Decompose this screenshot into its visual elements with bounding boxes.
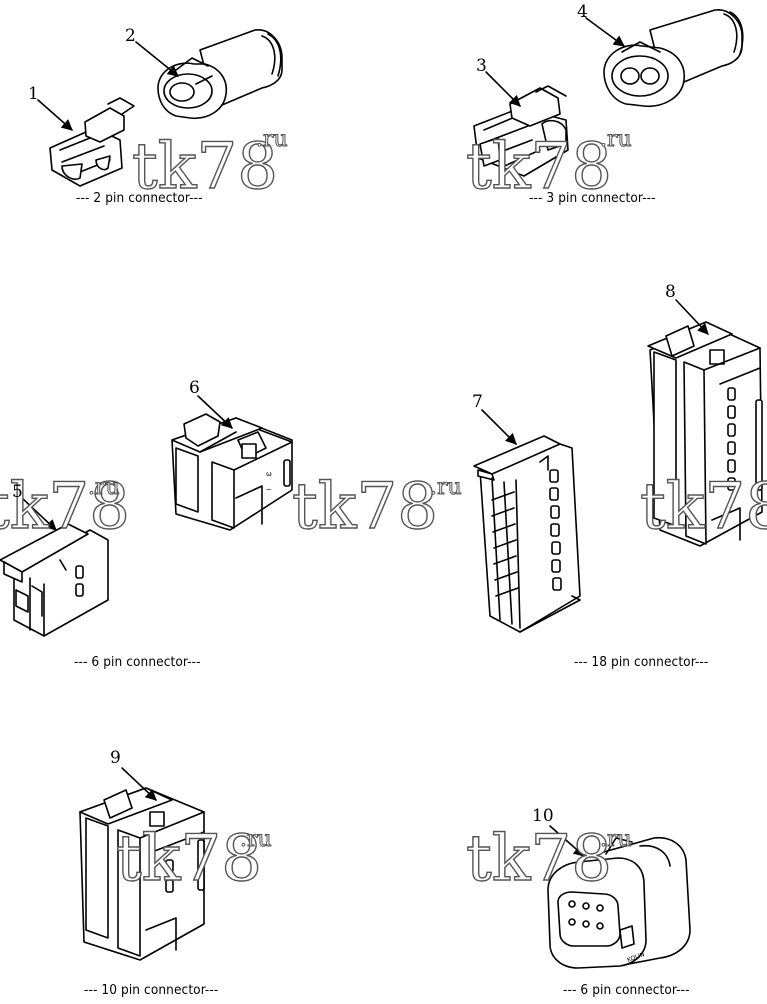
caption-2-pin-connector: --- 2 pin connector--- — [76, 190, 203, 206]
watermark: tk78 — [132, 130, 278, 204]
watermark: tk78 — [292, 470, 438, 544]
caption-3-pin-connector: --- 3 pin connector--- — [529, 190, 656, 206]
watermark-suffix: .ru — [430, 475, 462, 500]
watermark-suffix: .ru — [600, 127, 632, 152]
watermark: tk78 — [640, 470, 767, 544]
watermark: tk78 — [466, 130, 612, 204]
caption-10-pin-connector: --- 10 pin connector--- — [84, 982, 219, 998]
connector-part-2 — [157, 29, 283, 119]
watermark: tk78 — [466, 822, 612, 896]
svg-text:ω: ω — [266, 470, 272, 478]
watermark-suffix: .ru — [88, 475, 120, 500]
callout-number: 3 — [476, 56, 487, 76]
connector-part-6: ω ~ — [171, 413, 293, 531]
callout-number: 9 — [110, 748, 121, 768]
callout-number: 4 — [577, 2, 588, 22]
caption-6-pin-connector: --- 6 pin connector--- — [563, 982, 690, 998]
connector-part-1 — [49, 97, 135, 187]
callout-number: 7 — [472, 392, 483, 412]
watermark-suffix: .ru — [240, 827, 272, 852]
callout-number: 10 — [532, 806, 554, 826]
connector-part-4 — [603, 9, 744, 107]
watermark-suffix: .ru — [600, 827, 632, 852]
connector-part-5 — [0, 523, 109, 637]
watermark: tk78 — [0, 470, 130, 544]
watermark: tk78 — [116, 822, 262, 896]
connector-part-3 — [473, 85, 569, 177]
watermark-suffix: .ru — [256, 127, 288, 152]
callout-number: 5 — [12, 482, 23, 502]
connector-part-10: KOLIN — [547, 836, 691, 969]
callout-leaders — [21, 17, 709, 857]
svg-text:~: ~ — [266, 486, 272, 494]
watermarks: tk78 .ru tk78 .ru tk78 .ru tk78 .ru tk78… — [0, 127, 767, 897]
caption-6-pin-connector: --- 6 pin connector--- — [74, 654, 201, 670]
callout-number: 8 — [665, 282, 676, 302]
caption-18-pin-connector: --- 18 pin connector--- — [574, 654, 709, 670]
callout-number: 6 — [189, 378, 200, 398]
callout-number: 2 — [125, 26, 136, 46]
connector-part-8 — [647, 321, 763, 547]
callout-number: 1 — [28, 84, 39, 104]
connector-part-7 — [473, 435, 581, 633]
